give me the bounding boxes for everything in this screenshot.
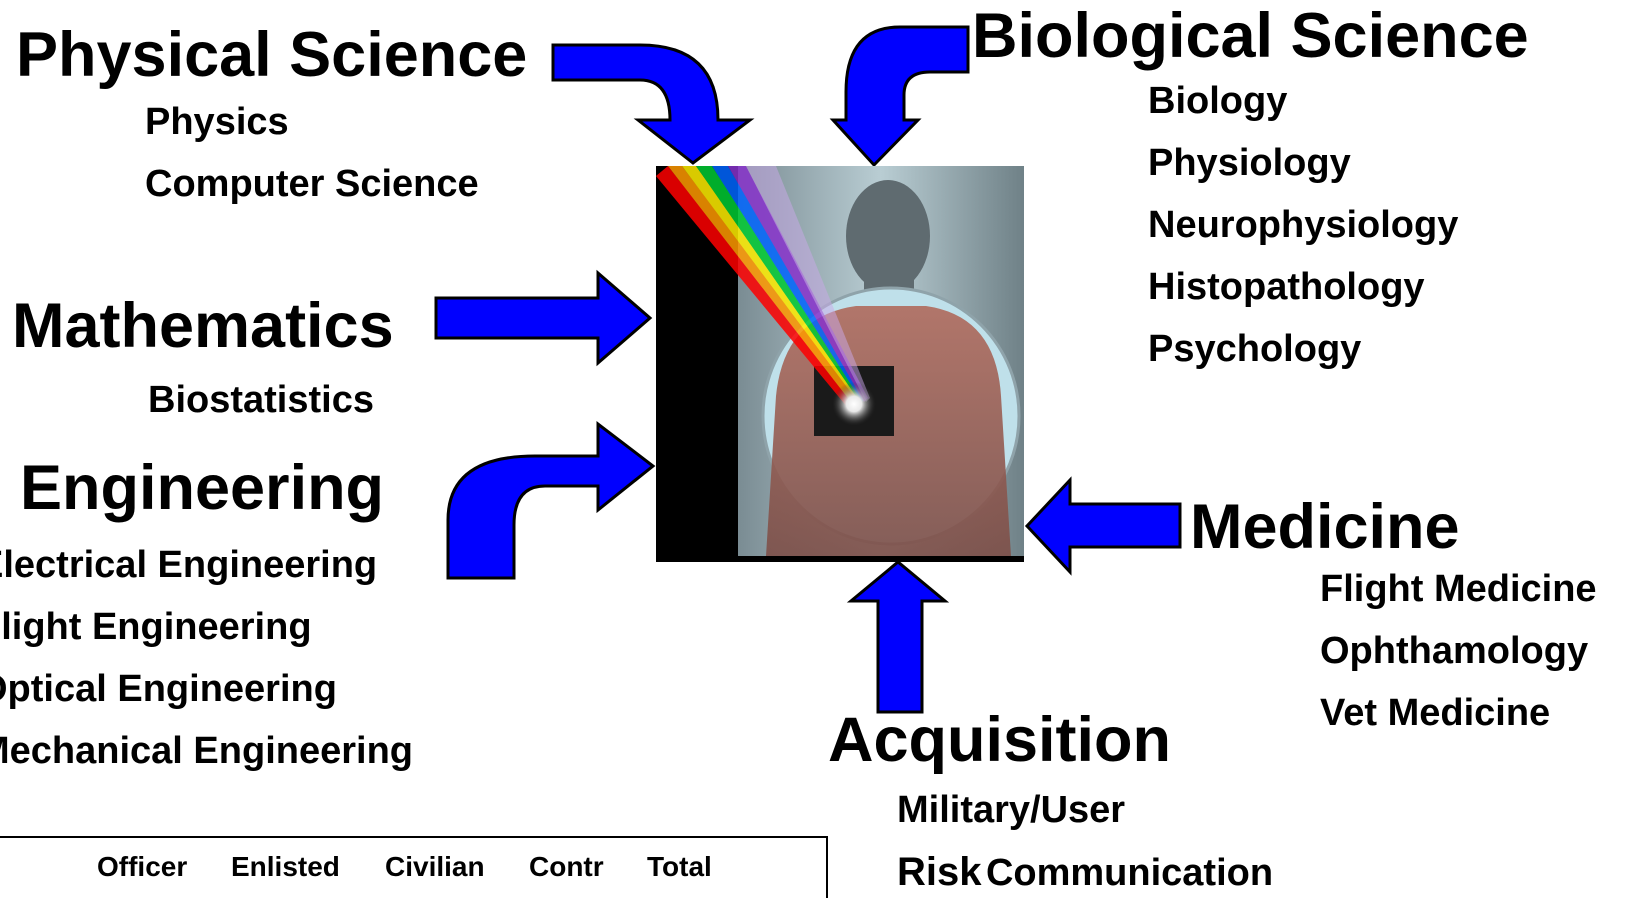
engineering-title: Engineering [20, 453, 385, 523]
engineering-item: Flight Engineering [0, 606, 312, 648]
medicine-title: Medicine [1190, 492, 1460, 562]
biological-science-arrow [829, 25, 970, 168]
biological-science-item: Biology [1148, 80, 1288, 122]
mathematics-title: Mathematics [12, 291, 394, 361]
acquisition-item: Military/User [897, 789, 1126, 831]
engineering-list: Electrical Engineering Flight Engineerin… [0, 534, 413, 782]
figure-image [656, 166, 1024, 562]
mathematics-arrow [434, 269, 653, 367]
table-header-civilian: Civilian [385, 851, 485, 882]
biological-science-item: Physiology [1148, 142, 1351, 184]
acquisition-title: Acquisition [828, 705, 1171, 775]
engineering-item: Electrical Engineering [0, 544, 378, 586]
biological-science-title: Biological Science [972, 1, 1529, 71]
physical-science-list: Physics Computer Science [145, 91, 479, 215]
biological-science-item: Histopathology [1148, 266, 1425, 308]
table-header-enlisted: Enlisted [231, 851, 340, 882]
medicine-arrow [1024, 476, 1182, 576]
biological-science-item: Neurophysiology [1148, 204, 1459, 246]
physical-science-title: Physical Science [16, 20, 528, 90]
medicine-item: Vet Medicine [1320, 692, 1551, 734]
physical-science-arrow [551, 43, 755, 165]
physical-science-item: Physics [145, 101, 289, 143]
acquisition-item: Risk [897, 850, 982, 894]
medicine-list: Flight Medicine Ophthamology Vet Medicin… [1320, 558, 1597, 744]
physical-science-item: Computer Science [145, 163, 479, 205]
acquisition-item: Communication [985, 852, 1274, 894]
acquisition-list: Military/User [897, 791, 1125, 829]
table-header-officer: Officer [97, 851, 188, 882]
staffing-table [0, 836, 828, 898]
mathematics-item: Biostatistics [148, 379, 374, 421]
engineering-item: Optical Engineering [0, 668, 337, 710]
engineering-item: Mechanical Engineering [0, 730, 413, 772]
acquisition-item-line: Risk Communication [897, 852, 1273, 892]
engineering-arrow [446, 420, 656, 580]
biological-science-item: Psychology [1148, 328, 1362, 370]
acquisition-arrow [846, 560, 950, 714]
medicine-item: Flight Medicine [1320, 568, 1597, 610]
mathematics-list: Biostatistics [148, 381, 374, 419]
table-header-total: Total [647, 851, 712, 882]
biological-science-list: Biology Physiology Neurophysiology Histo… [1148, 70, 1458, 380]
medicine-item: Ophthamology [1320, 630, 1589, 672]
table-header-contr: Contr [529, 851, 604, 882]
